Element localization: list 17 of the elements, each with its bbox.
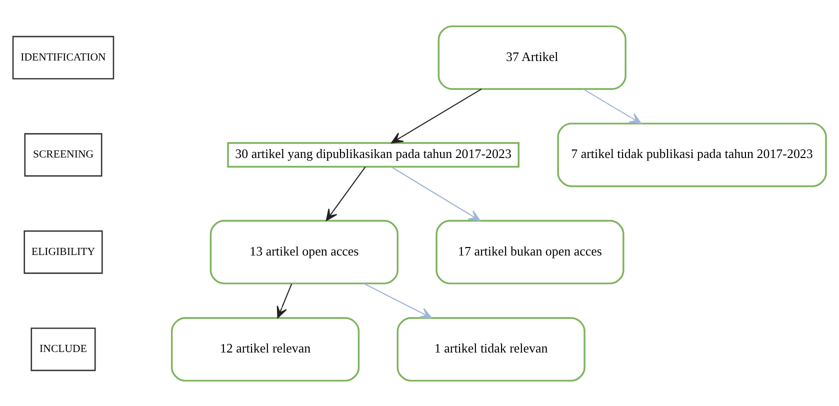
node-box: ELIGIBILITY [24, 230, 103, 274]
node-box: 13 artikel open acces [210, 219, 398, 284]
node-box: INCLUDE [30, 327, 96, 371]
arrow [391, 88, 482, 143]
arrow [582, 88, 642, 124]
node-box: 37 Artikel [438, 24, 626, 90]
node-box: SCREENING [24, 132, 102, 176]
node-box: 1 artikel tidak relevan [396, 316, 586, 382]
node-box: 30 artikel yang dipublikasikan pada tahun 2017-2023 [227, 142, 520, 168]
arrow [276, 283, 292, 318]
node-box: IDENTIFICATION [12, 35, 114, 79]
arrow [391, 166, 480, 221]
arrow [326, 166, 366, 220]
node-box: 7 artikel tidak publikasi pada tahun 2017-2023 [557, 122, 827, 187]
arrow [364, 282, 432, 318]
node-box: 12 artikel relevan [170, 316, 360, 382]
node-box: 17 artikel bukan open acces [436, 219, 624, 284]
